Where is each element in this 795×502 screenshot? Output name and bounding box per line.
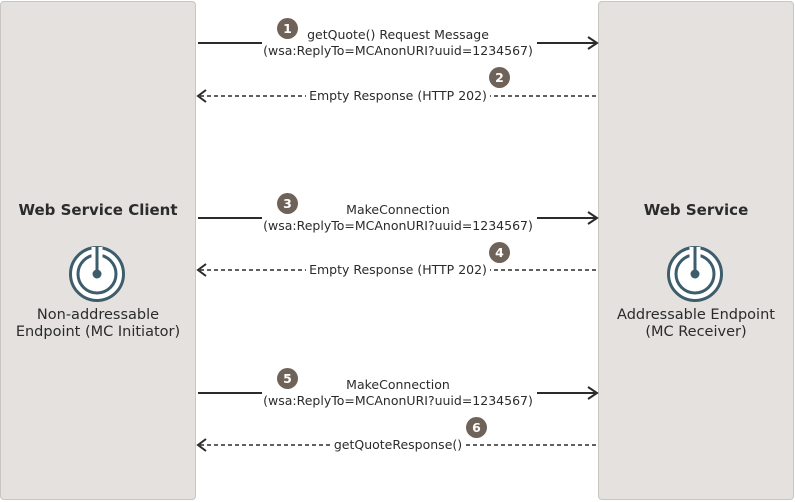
step-badge-6: 6 [466, 417, 487, 438]
request-arrow-5 [198, 386, 599, 400]
message-3-line1: MakeConnection [346, 202, 450, 217]
step-badge-4: 4 [489, 242, 510, 263]
service-subtitle-line1: Addressable Endpoint [617, 307, 775, 323]
message-4-line1: Empty Response (HTTP 202) [306, 262, 490, 277]
message-3-line2: (wsa:ReplyTo=MCAnonURI?uuid=1234567) [263, 218, 533, 233]
message-label-2: Empty Response (HTTP 202) [198, 88, 598, 104]
step-badge-2: 2 [489, 67, 510, 88]
request-arrow-3 [198, 211, 599, 225]
step-badge-3: 3 [277, 193, 298, 214]
message-1-line2: (wsa:ReplyTo=MCAnonURI?uuid=1234567) [263, 43, 533, 58]
client-subtitle: Non-addressable Endpoint (MC Initiator) [1, 307, 195, 341]
endpoint-icon [667, 246, 723, 302]
message-1-line1: getQuote() Request Message [307, 27, 489, 42]
step-badge-5: 5 [277, 368, 298, 389]
message-2-line1: Empty Response (HTTP 202) [306, 88, 490, 103]
step-badge-1: 1 [277, 18, 298, 39]
message-label-4: Empty Response (HTTP 202) [198, 262, 598, 278]
message-label-1: getQuote() Request Message (wsa:ReplyTo=… [198, 27, 598, 59]
message-label-5: MakeConnection (wsa:ReplyTo=MCAnonURI?uu… [198, 377, 598, 409]
message-label-6: getQuoteResponse() [198, 437, 598, 453]
client-subtitle-line2: Endpoint (MC Initiator) [15, 324, 181, 340]
message-5-line2: (wsa:ReplyTo=MCAnonURI?uuid=1234567) [263, 393, 533, 408]
message-6-line1: getQuoteResponse() [330, 437, 466, 452]
service-subtitle-line2: (MC Receiver) [645, 324, 747, 340]
message-label-3: MakeConnection (wsa:ReplyTo=MCAnonURI?uu… [198, 202, 598, 234]
service-panel: Web Service Addressable Endpoint (MC Rec… [598, 1, 794, 500]
client-subtitle-line1: Non-addressable [36, 307, 160, 323]
service-subtitle: Addressable Endpoint (MC Receiver) [599, 307, 793, 341]
message-5-line1: MakeConnection [346, 377, 450, 392]
request-arrow-1 [198, 36, 599, 50]
endpoint-icon [69, 246, 125, 302]
client-title: Web Service Client [18, 201, 178, 219]
service-title: Web Service [643, 201, 749, 219]
client-panel: Web Service Client Non-addressable Endpo… [0, 1, 196, 500]
